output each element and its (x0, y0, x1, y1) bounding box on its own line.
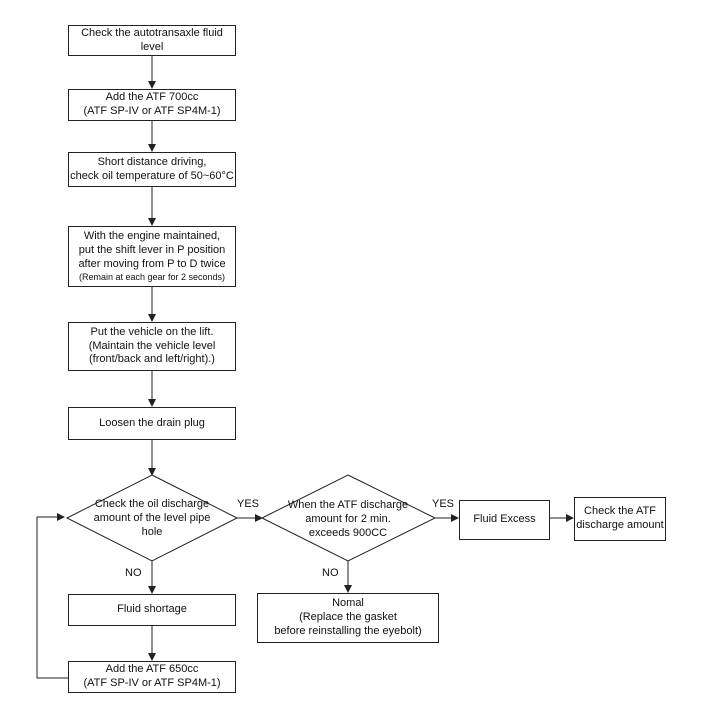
decision-diamond-pipe-hole (65, 474, 239, 562)
step-normal: Nomal (Replace the gasket before reinsta… (257, 593, 439, 643)
shift-lever-text: With the engine maintained, put the shif… (78, 230, 226, 270)
step-add-700: Add the ATF 700cc (ATF SP-IV or ATF SP4M… (68, 89, 236, 121)
loop-back-line (36, 513, 68, 679)
step-add-650: Add the ATF 650cc (ATF SP-IV or ATF SP4M… (68, 661, 236, 693)
step-short-drive: Short distance driving, check oil temper… (68, 152, 236, 187)
step-check-discharge: Check the ATF discharge amount (574, 497, 666, 541)
step-shift-lever: With the engine maintained, put the shif… (68, 226, 236, 287)
decision-over-900-text: When the ATF discharge amount for 2 min.… (287, 498, 409, 540)
step-drain: Loosen the drain plug (68, 407, 236, 440)
decision-diamond-over-900 (260, 474, 437, 562)
label-yes-2: YES (432, 498, 455, 510)
step-fluid-excess: Fluid Excess (459, 500, 550, 540)
decision-pipe-hole-text: Check the oil discharge amount of the le… (93, 497, 211, 539)
step-check-level: Check the autotransaxle fluid level (68, 25, 236, 56)
label-yes-1: YES (237, 498, 260, 510)
label-no-1: NO (125, 567, 142, 579)
step-lift: Put the vehicle on the lift. (Maintain t… (68, 322, 236, 371)
shift-lever-note: (Remain at each gear for 2 seconds) (78, 271, 226, 282)
step-fluid-shortage: Fluid shortage (68, 594, 236, 626)
label-no-2: NO (322, 567, 339, 579)
